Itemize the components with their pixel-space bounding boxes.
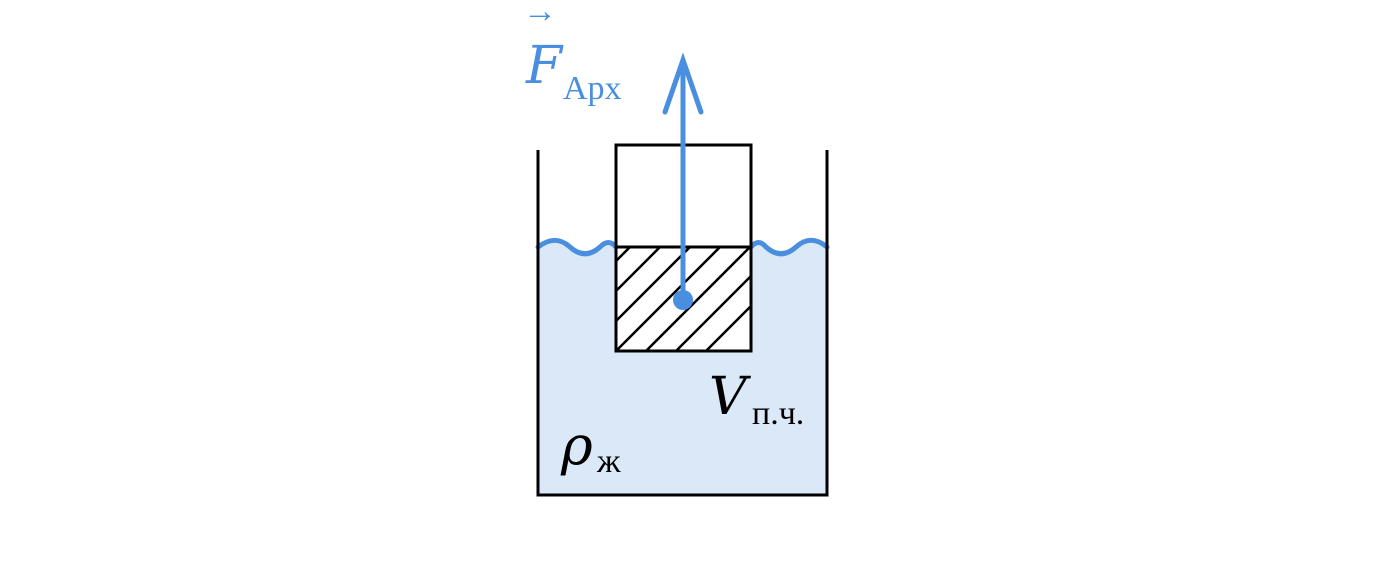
hatch-line [616,247,662,293]
submerged-hatching [616,247,751,351]
force-vector-arrow: → [523,0,557,30]
density-symbol: ρ [560,414,593,477]
hatch-line [704,304,751,351]
water-surface-left [535,237,619,257]
hatch-line [644,247,751,351]
vessel [536,150,829,497]
volume-symbol: V [709,367,751,427]
force-symbol: F [525,36,564,96]
force-arrowhead [662,52,704,115]
application-point [673,290,693,310]
water-surface-right [748,237,830,257]
liquid-fill [538,240,827,495]
hatch-line [674,274,751,351]
force-subscript: Арх [563,70,622,107]
hatch-line [616,247,632,263]
hatch-line [616,247,722,351]
density-subscript: ж [596,443,621,480]
volume-subscript: п.ч. [752,395,804,432]
